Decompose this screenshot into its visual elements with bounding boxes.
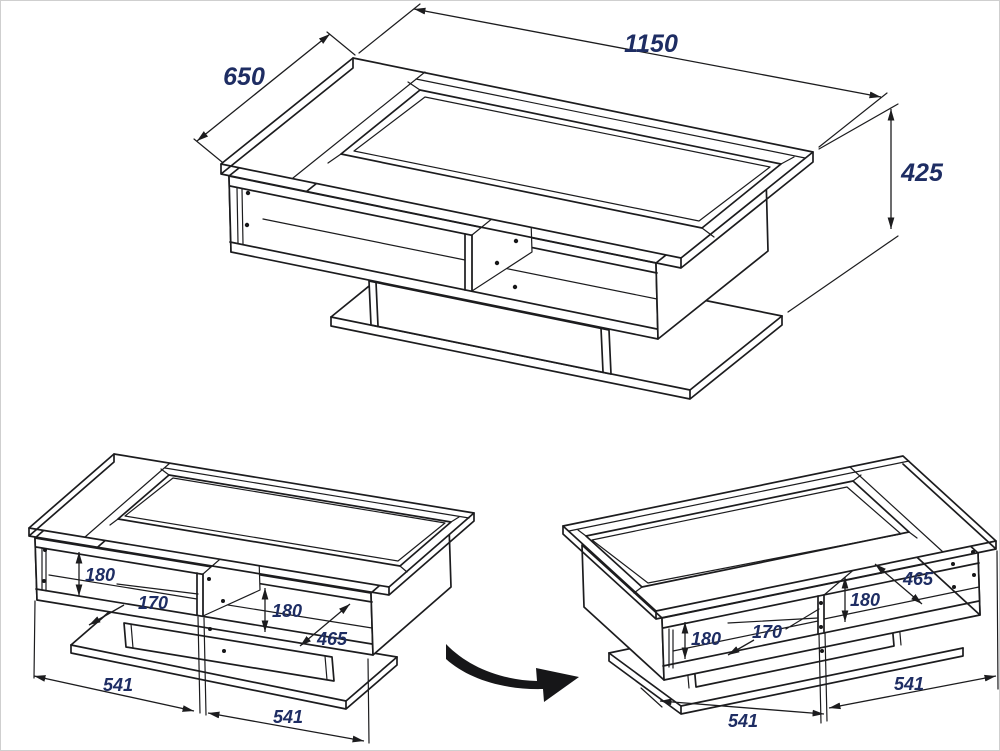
dim-width-650: 650	[193, 31, 356, 163]
dim-shelf-height-right-180: 180	[261, 588, 302, 632]
shelf-opening-lines	[229, 185, 658, 330]
glass-insert-inner	[353, 96, 771, 222]
dim-span-right-541: 541	[828, 550, 999, 710]
view-detail-right: 465 180 170 180 541 541	[562, 455, 999, 731]
dim-541-right-label: 541	[273, 707, 303, 727]
dim-shelf-height-left-180: 180	[75, 552, 115, 596]
dim-541-left-label: 541	[728, 711, 758, 731]
mitre-ticks	[577, 474, 918, 594]
view-detail-left: 180 170 180 465 541 541	[28, 453, 475, 744]
dim-170-label: 170	[138, 593, 168, 613]
dim-height-425: 425	[787, 103, 944, 313]
tabletop	[28, 453, 475, 596]
cam-fitting-dots	[819, 550, 976, 653]
tabletop	[562, 455, 997, 620]
dim-clearance-170: 170	[727, 617, 819, 656]
dim-180-left-label: 180	[85, 565, 115, 585]
dim-541-left-label: 541	[103, 675, 133, 695]
dim-depth-465: 465	[299, 603, 351, 649]
dim-span-right-541: 541	[207, 658, 370, 744]
dim-180-right-label: 180	[850, 590, 880, 610]
pedestal-support	[368, 280, 612, 375]
dim-shelf-height-right-180: 180	[841, 577, 880, 622]
dim-541-right-label: 541	[894, 674, 924, 694]
dim-180-right-label: 180	[272, 601, 302, 621]
dim-465-label: 465	[902, 569, 934, 589]
pedestal-support	[123, 622, 335, 682]
tabletop-edge-band	[562, 463, 997, 620]
dim-span-left-541: 541	[640, 632, 828, 731]
glass-insert-inner	[591, 486, 902, 584]
dim-180-left-label: 180	[691, 629, 721, 649]
dim-425-label: 425	[900, 159, 944, 187]
dim-span-left-541: 541	[33, 600, 207, 716]
dim-shelf-height-left-180: 180	[681, 622, 721, 659]
glass-insert-inner	[124, 477, 446, 562]
rotate-arrow-icon	[446, 644, 579, 702]
dim-clearance-170: 170	[88, 583, 199, 626]
dim-1150-label: 1150	[624, 30, 678, 58]
top-joint-lines	[84, 462, 470, 538]
view-isometric-main: 650 1150 425	[193, 3, 944, 400]
dim-depth-465: 465	[874, 563, 934, 605]
cam-fitting-dots	[42, 548, 226, 653]
tabletop-edge-band	[28, 453, 475, 596]
dim-length-1150: 1150	[358, 3, 888, 148]
dim-170-label: 170	[752, 622, 782, 642]
dim-650-label: 650	[223, 63, 265, 91]
dim-465-label: 465	[316, 629, 348, 649]
top-joint-lines	[568, 460, 944, 553]
mitre-ticks	[109, 468, 460, 573]
